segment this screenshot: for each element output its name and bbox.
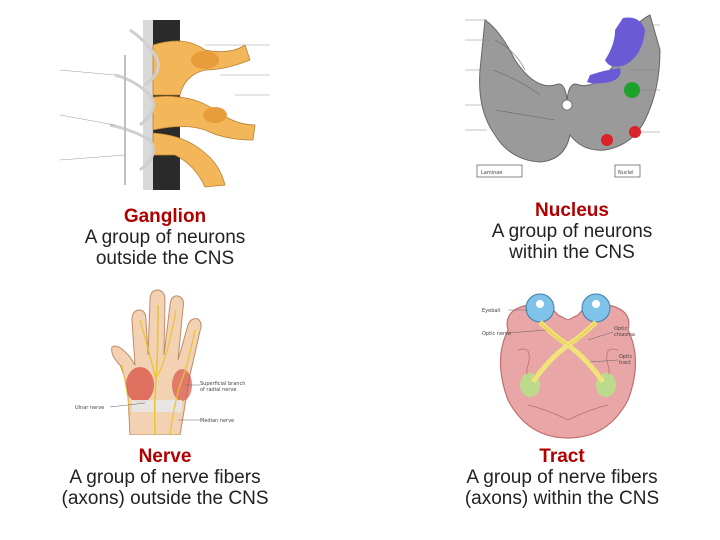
nerve-label-superficial-line-1: Superficial branch <box>200 381 245 387</box>
nucleus-caption: Nucleus A group of neurons within the CN… <box>462 200 682 263</box>
ganglion-caption: Ganglion A group of neurons outside the … <box>55 206 275 269</box>
nerve-label-superficial-line-2: of radial nerve <box>200 387 236 393</box>
tract-definition-line-2: (axons) within the CNS <box>464 488 660 509</box>
nucleus-definition-line-2: within the CNS <box>509 242 635 263</box>
nerve-label-median: Median nerve <box>200 418 234 424</box>
tract-illustration: Eyeball Optic nerve Optic chiasma Optic … <box>478 290 658 440</box>
nerve-caption: Nerve A group of nerve fibers (axons) ou… <box>20 446 310 509</box>
tract-label-optic-nerve: Optic nerve <box>482 331 511 337</box>
ganglion-definition-line-1: A group of neurons <box>84 227 246 248</box>
nucleus-term: Nucleus <box>535 200 609 221</box>
tract-caption: Tract A group of nerve fibers (axons) wi… <box>422 446 702 509</box>
nucleus-definition-line-1: A group of neurons <box>491 221 653 242</box>
nucleus-legend-laminae: Laminae <box>481 170 502 176</box>
nerve-definition-line-2: (axons) outside the CNS <box>61 488 269 509</box>
tract-term: Tract <box>539 446 585 467</box>
tract-label-optic-chiasma-line-1: Optic <box>614 326 627 332</box>
nerve-illustration: Superficial branch of radial nerve Ulnar… <box>70 285 270 435</box>
tract-label-eyeball: Eyeball <box>482 308 500 314</box>
nerve-label-ulnar: Ulnar nerve <box>75 405 104 411</box>
tract-label-optic-tract-line-1: Optic <box>619 354 632 360</box>
nucleus-legend-nuclei: Nuclei <box>618 170 634 176</box>
ganglion-term: Ganglion <box>123 206 207 227</box>
tract-label-optic-chiasma-line-2: chiasma <box>614 332 635 338</box>
nerve-definition-line-1: A group of nerve fibers <box>69 467 261 488</box>
tract-label-optic-tract-line-2: tract <box>619 360 631 366</box>
tract-definition-line-1: A group of nerve fibers <box>466 467 658 488</box>
nerve-term: Nerve <box>138 446 192 467</box>
ganglion-definition-line-2: outside the CNS <box>95 248 235 269</box>
ganglion-illustration <box>55 15 285 195</box>
nucleus-illustration: Laminae Nuclei <box>455 10 685 190</box>
